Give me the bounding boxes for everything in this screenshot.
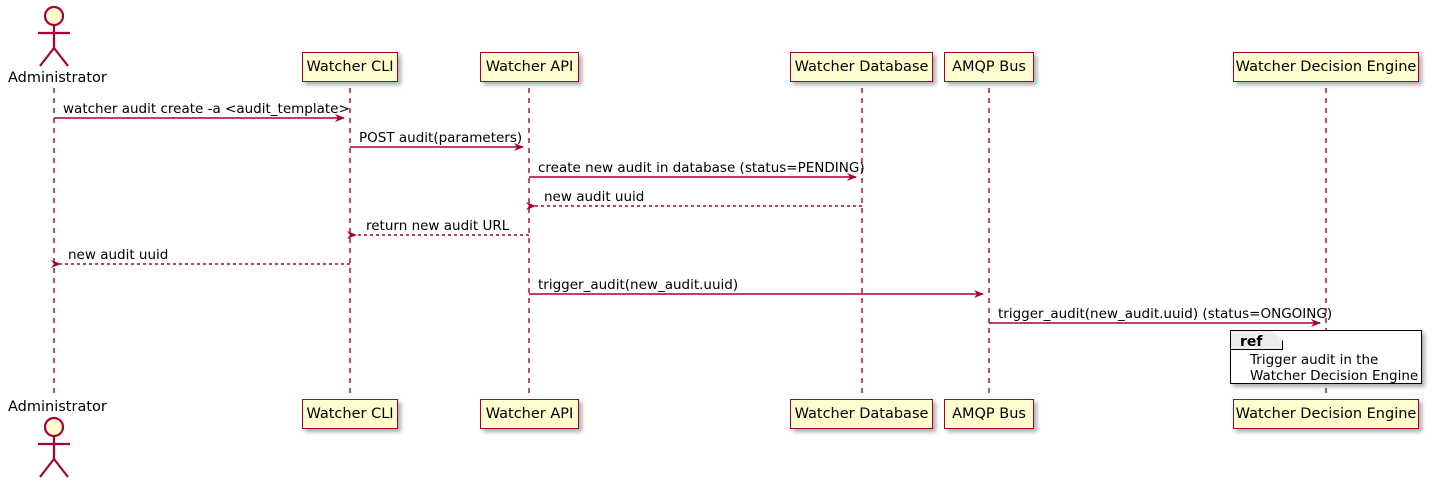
participant-watcher-cli-bottom[interactable]: Watcher CLI [302,399,398,429]
message-label-5: return new audit URL [366,218,510,234]
participant-watcher-database-bottom[interactable]: Watcher Database [790,399,933,429]
message-label-4: new audit uuid [544,189,645,205]
participant-label: Watcher CLI [306,58,394,75]
actor-label-administrator-top: Administrator [8,70,107,86]
participant-watcher-api-top[interactable]: Watcher API [480,52,579,82]
participant-watcher-decision-engine-top[interactable]: Watcher Decision Engine [1233,52,1419,82]
ref-fragment-line-1: Trigger audit in the [1250,352,1379,368]
participant-label: Watcher Database [794,58,929,75]
participant-label: Watcher API [485,405,574,422]
actor-label-administrator-bottom: Administrator [8,399,107,415]
participant-watcher-decision-engine-bottom[interactable]: Watcher Decision Engine [1233,399,1419,429]
participant-watcher-api-bottom[interactable]: Watcher API [480,399,579,429]
actor-administrator-bottom [38,416,70,478]
message-arrows [51,114,1321,327]
message-label-6: new audit uuid [68,247,169,263]
message-label-3: create new audit in database (status=PEN… [538,160,865,176]
participant-watcher-cli-top[interactable]: Watcher CLI [302,52,398,82]
participant-label: Watcher Database [794,405,929,422]
ref-fragment-tab-label: ref [1240,334,1263,350]
participant-label: Watcher Decision Engine [1235,58,1417,75]
message-label-1: watcher audit create -a <audit_template> [63,101,350,117]
participant-label: AMQP Bus [952,405,1026,422]
ref-fragment-tab [1231,331,1283,350]
participant-label: Watcher API [485,58,574,75]
participant-watcher-database-top[interactable]: Watcher Database [790,52,933,82]
actor-administrator-top [38,5,70,67]
participant-amqp-bus-top[interactable]: AMQP Bus [944,52,1034,82]
ref-fragment: ref Trigger audit in the Watcher Decisio… [1230,330,1422,384]
ref-fragment-line-2: Watcher Decision Engine [1250,368,1419,384]
participant-label: Watcher CLI [306,405,394,422]
message-label-8: trigger_audit(new_audit.uuid) (status=ON… [998,306,1333,322]
participant-label: AMQP Bus [952,58,1026,75]
participant-amqp-bus-bottom[interactable]: AMQP Bus [944,399,1034,429]
lifelines [53,88,1327,398]
message-label-2: POST audit(parameters) [359,130,523,146]
message-label-7: trigger_audit(new_audit.uuid) [538,277,739,293]
participant-label: Watcher Decision Engine [1235,405,1417,422]
